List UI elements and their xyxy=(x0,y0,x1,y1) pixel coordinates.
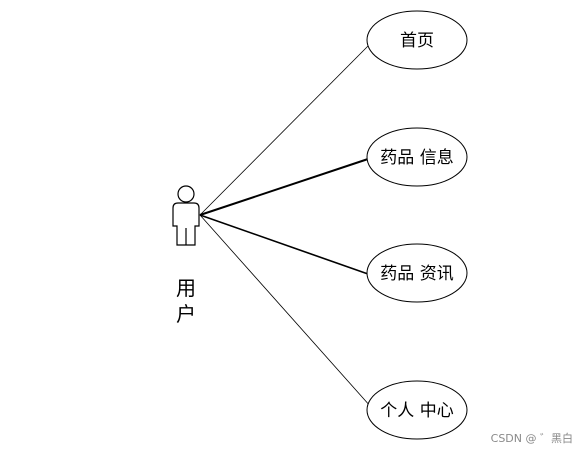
use-case-drug-info[interactable]: 药品 信息 xyxy=(366,127,468,187)
watermark-text: CSDN @ ゛黑白 xyxy=(490,432,573,445)
use-case-ellipse xyxy=(366,243,468,303)
use-case-personal-center[interactable]: 个人 中心 xyxy=(366,380,468,440)
association-line-drug-info xyxy=(199,158,369,216)
use-case-ellipse xyxy=(366,10,468,70)
stick-figure-actor-icon xyxy=(172,185,200,246)
use-case-label: 药品 信息 xyxy=(380,148,453,168)
use-case-ellipse xyxy=(366,380,468,440)
use-case-label: 药品 资讯 xyxy=(380,264,453,284)
use-case-drug-news[interactable]: 药品 资讯 xyxy=(366,243,468,303)
association-line-personal-center xyxy=(199,214,372,408)
association-line-home xyxy=(199,43,371,216)
use-case-ellipse xyxy=(366,127,468,187)
use-case-label: 首页 xyxy=(400,31,434,51)
actor-name-line-2: 户 xyxy=(176,302,196,326)
association-line-drug-news xyxy=(199,214,369,275)
use-case-home[interactable]: 首页 xyxy=(366,10,468,70)
actor-name-line-1: 用 xyxy=(176,276,196,300)
use-case-label: 个人 中心 xyxy=(380,401,453,421)
